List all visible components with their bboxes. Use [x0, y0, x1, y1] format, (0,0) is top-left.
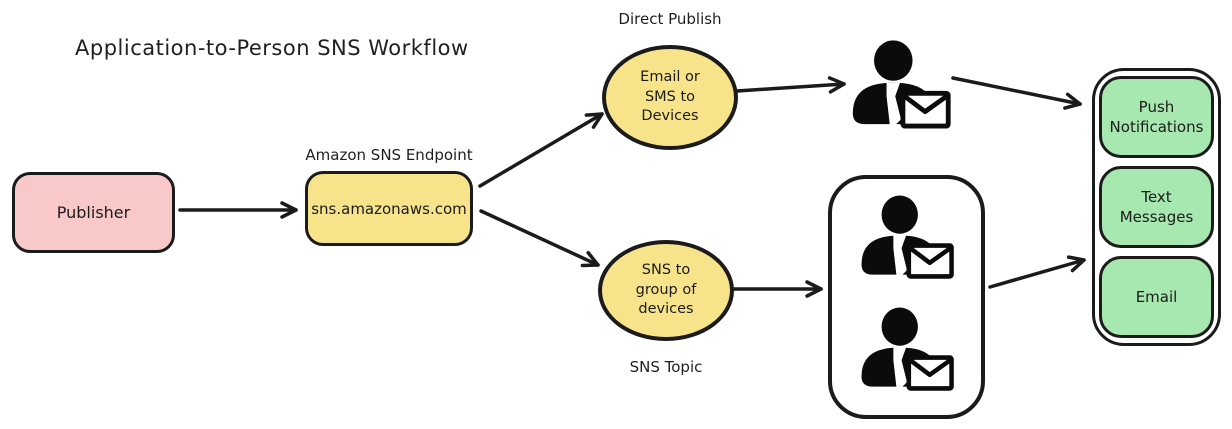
channel-email-label: Email: [1135, 287, 1178, 306]
endpoint-caption: Amazon SNS Endpoint: [305, 146, 473, 164]
subscriber-group-container: [828, 175, 985, 419]
channel-text-messages: Text Messages: [1099, 166, 1214, 248]
endpoint-label: sns.amazonaws.com: [311, 199, 467, 218]
endpoint-node: sns.amazonaws.com: [305, 171, 473, 246]
diagram-title: Application-to-Person SNS Workflow: [75, 36, 469, 60]
channel-push-notifications: Push Notifications: [1099, 76, 1214, 158]
channels-container: Push Notifications Text Messages Email: [1092, 68, 1221, 346]
channel-email: Email: [1099, 256, 1214, 338]
direct-publish-label: Email or SMS to Devices: [640, 69, 700, 125]
person-with-envelope-icon: [848, 40, 954, 137]
person-with-envelope-icon: [857, 307, 957, 399]
arrow-subscriber-to-channels: [951, 76, 1082, 110]
sns-topic-ellipse: SNS to group of devices: [598, 240, 734, 341]
arrow-group-to-channels: [988, 255, 1086, 289]
direct-publish-caption: Direct Publish: [618, 10, 722, 28]
direct-publish-ellipse: Email or SMS to Devices: [602, 45, 738, 150]
arrow-endpoint-to-direct-publish: [478, 112, 604, 188]
channel-push-notifications-label: Push Notifications: [1109, 97, 1204, 136]
channel-text-messages-label: Text Messages: [1119, 187, 1194, 226]
sns-topic-caption: SNS Topic: [629, 358, 703, 376]
publisher-label: Publisher: [56, 203, 131, 222]
arrow-endpoint-to-sns-topic: [479, 209, 600, 268]
person-with-envelope-icon: [857, 195, 957, 287]
arrow-direct-publish-to-subscriber: [735, 76, 846, 94]
publisher-node: Publisher: [12, 172, 175, 253]
sns-topic-label: SNS to group of devices: [635, 262, 697, 318]
